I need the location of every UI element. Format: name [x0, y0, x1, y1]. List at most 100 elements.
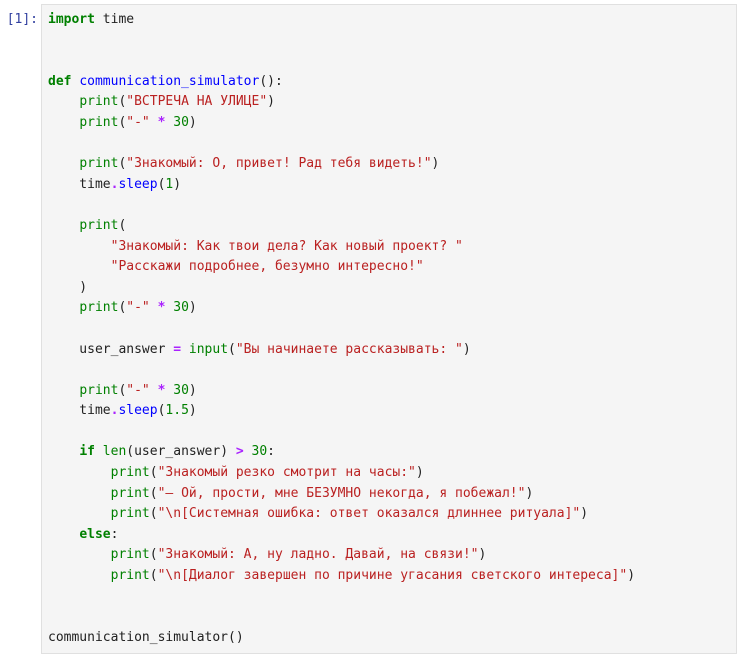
code-line: time.sleep(1.5) [48, 401, 635, 422]
code-line: print("Знакомый: О, привет! Рад тебя вид… [48, 154, 635, 175]
code-line: print("\n[Диалог завершен по причине уга… [48, 566, 635, 587]
builtin-token: len [102, 444, 127, 460]
string-token: "-" [126, 114, 150, 130]
code-line: ​ [48, 607, 635, 628]
code-text-token [48, 239, 111, 254]
code-line: ​ [48, 319, 635, 340]
number-token: 1.5 [165, 403, 189, 419]
code-line: ​ [48, 31, 635, 52]
number-token: 30 [251, 444, 268, 460]
code-line: else: [48, 525, 635, 546]
code-text-token: ) [267, 94, 275, 110]
code-text-token: ( [149, 465, 158, 481]
code-text-token [48, 218, 79, 233]
code-text-token [48, 115, 79, 130]
code-cell-editor[interactable] [41, 4, 737, 654]
code-text-token: (): [259, 73, 283, 89]
code-text-token [48, 527, 79, 542]
code-block[interactable]: import time​​def communication_simulator… [48, 10, 635, 648]
keyword-token: if [79, 444, 95, 460]
code-text-token: ( [118, 300, 127, 316]
number-token: 30 [173, 114, 189, 130]
code-text-token: ) [462, 341, 471, 357]
number-token: 1 [165, 176, 174, 192]
string-token: "-" [126, 382, 150, 398]
builtin-token: print [110, 506, 150, 522]
code-text-token: ) [48, 279, 88, 295]
builtin-token: print [79, 382, 119, 398]
string-token: "Вы начинаете рассказывать: " [235, 341, 463, 357]
string-token: "\n[Системная ошибка: ответ оказался дли… [157, 506, 581, 522]
code-line: print("-" * 30) [48, 298, 635, 319]
code-text-token: time [94, 12, 135, 27]
code-text-token [48, 486, 111, 501]
cell-execution-prompt: [1]: [6, 12, 38, 27]
code-text-token: ) [580, 506, 589, 522]
operator-token: . [110, 176, 119, 192]
code-line: print("-" * 30) [48, 381, 635, 402]
operator-token: * [157, 114, 166, 130]
code-line: def communication_simulator(): [48, 72, 635, 93]
code-text-token: time [48, 176, 111, 192]
code-line: print("ВСТРЕЧА НА УЛИЦЕ") [48, 92, 635, 113]
builtin-token: print [79, 300, 119, 316]
number-token: 30 [173, 300, 189, 316]
code-line: print("Знакомый: А, ну ладно. Давай, на … [48, 545, 635, 566]
code-text-token: ) [188, 403, 197, 419]
code-text-token: ( [118, 382, 127, 398]
number-token: 30 [173, 382, 189, 398]
code-line: print("-" * 30) [48, 113, 635, 134]
code-text-token: ( [228, 341, 236, 357]
code-line: ​ [48, 360, 635, 381]
string-token: "Расскажи подробнее, безумно интересно!" [110, 259, 424, 275]
code-line: user_answer = input("Вы начинаете расска… [48, 340, 635, 361]
builtin-token: print [79, 114, 119, 130]
string-token: "ВСТРЕЧА НА УЛИЦЕ" [126, 94, 268, 110]
operator-token: . [110, 403, 119, 419]
code-text-token [48, 547, 111, 562]
code-text-token: ) [188, 382, 197, 398]
code-text-token: ( [149, 547, 158, 563]
keyword-token: def [48, 73, 72, 89]
code-text-token: ( [157, 176, 166, 192]
code-line: ) [48, 278, 635, 299]
code-line: print("Знакомый резко смотрит на часы:") [48, 463, 635, 484]
code-line: "Расскажи подробнее, безумно интересно!" [48, 257, 635, 278]
code-line: print( [48, 216, 635, 237]
code-text-token: ) [173, 176, 182, 192]
code-line: communication_simulator() [48, 628, 635, 649]
builtin-token: print [79, 94, 119, 110]
code-text-token [48, 444, 79, 459]
builtin-token: print [79, 156, 119, 172]
code-text-token [48, 94, 79, 109]
code-line: ​ [48, 422, 635, 443]
code-text-token [95, 444, 103, 459]
code-text-token [48, 506, 111, 521]
string-token: "Знакомый: А, ну ладно. Давай, на связи!… [157, 547, 479, 563]
operator-token: * [157, 300, 166, 316]
builtin-token: print [79, 217, 119, 233]
builtin-token: print [110, 568, 150, 584]
code-text-token [48, 568, 111, 583]
function-name-token: communication_simulator [79, 73, 260, 89]
builtin-token: print [110, 465, 150, 481]
code-text-token: ) [525, 485, 534, 501]
code-line: print("— Ой, прости, мне БЕЗУМНО некогда… [48, 484, 635, 505]
code-line: ​ [48, 134, 635, 155]
builtin-token: print [110, 485, 150, 501]
code-text-token: ) [415, 465, 424, 481]
code-text-token: user_answer [48, 341, 174, 357]
string-token: "Знакомый резко смотрит на часы:" [157, 465, 416, 481]
code-line: ​ [48, 195, 635, 216]
code-text-token [48, 156, 79, 171]
code-text-token: ) [188, 300, 197, 316]
attribute-token: sleep [118, 176, 158, 192]
string-token: "— Ой, прости, мне БЕЗУМНО некогда, я по… [157, 485, 526, 501]
code-text-token [181, 342, 189, 357]
code-text-token: ( [118, 114, 127, 130]
code-text-token [48, 300, 79, 315]
code-line: "Знакомый: Как твои дела? Как новый прое… [48, 237, 635, 258]
code-text-token [48, 383, 79, 398]
operator-token: = [173, 341, 182, 357]
code-text-token: (user_answer) [126, 444, 236, 460]
